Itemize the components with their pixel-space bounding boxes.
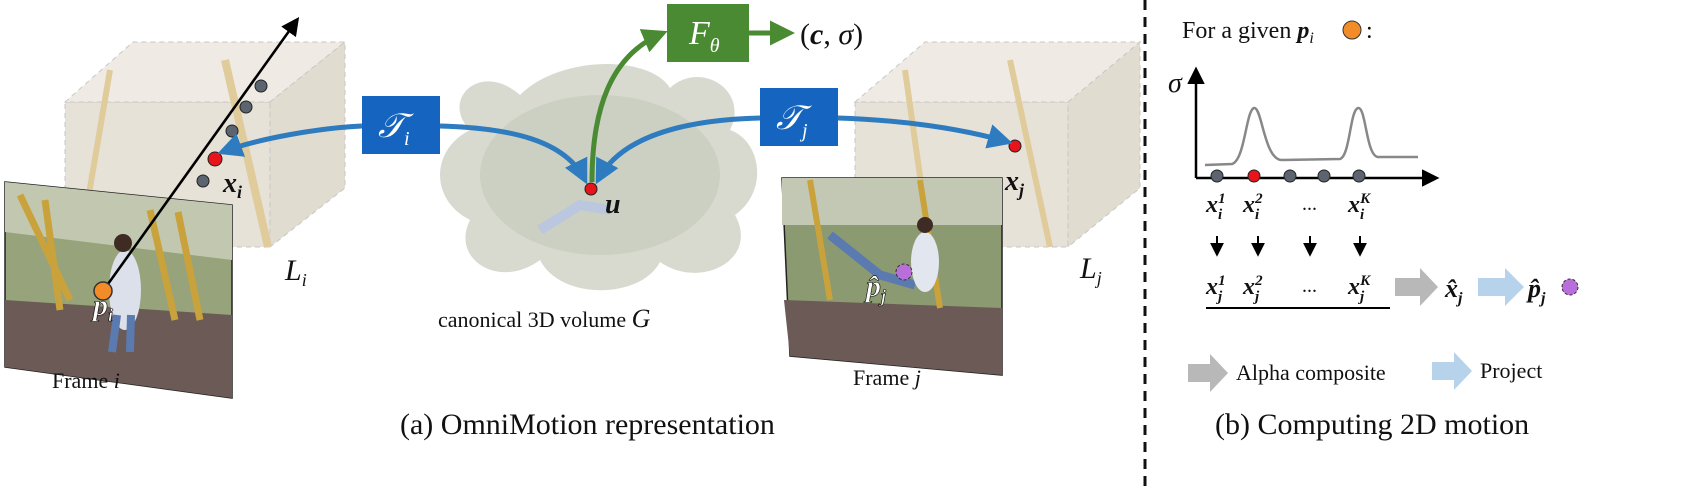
svg-text:xj2: xj2 xyxy=(1242,273,1263,305)
pixel-p-i xyxy=(93,281,113,301)
p-hat-j: p̂j xyxy=(1526,274,1546,307)
arrow-Tj-to-u xyxy=(595,115,761,185)
header-colon: : xyxy=(1366,18,1373,44)
frame-j-image xyxy=(781,177,1003,376)
svg-text:xj1: xj1 xyxy=(1205,273,1226,305)
frame-j-label: Frame j xyxy=(853,365,921,390)
L-i-label: Li xyxy=(284,254,307,290)
density-plot: σ xyxy=(1168,66,1440,187)
p-i-label: pi xyxy=(90,289,113,325)
x-hat-j: x̂j xyxy=(1444,274,1463,307)
svg-text:...: ... xyxy=(1302,275,1317,297)
arrow-Ti-to-xi xyxy=(217,123,363,157)
header-orange-point xyxy=(1342,20,1362,40)
alpha-composite-arrow xyxy=(1395,268,1438,306)
point-x-j xyxy=(1008,139,1022,153)
mlp-F-theta-box: Fθ xyxy=(667,4,749,62)
output-color-density: (c, σ) xyxy=(800,18,863,51)
arrow-u-to-F xyxy=(589,29,668,183)
caption-a: (a) OmniMotion representation xyxy=(400,408,775,441)
svg-text:xi1: xi1 xyxy=(1205,191,1226,223)
project-arrow xyxy=(1478,268,1524,306)
svg-text:xjK: xjK xyxy=(1347,273,1371,305)
transform-T-j-box: 𝒯j xyxy=(760,88,838,146)
frame-i-image xyxy=(4,181,233,399)
caption-b: (b) Computing 2D motion xyxy=(1215,408,1529,441)
pixel-p-j-hat xyxy=(895,263,913,281)
purple-point xyxy=(1561,278,1579,296)
svg-text:σ: σ xyxy=(1168,68,1183,99)
arrow-Tj-to-xj xyxy=(837,115,1013,149)
transform-T-i-box: 𝒯i xyxy=(362,96,440,154)
arrow-Ti-to-u xyxy=(439,123,588,185)
right-header: For a given pi xyxy=(1182,18,1314,47)
svg-text:Alpha composite: Alpha composite xyxy=(1236,360,1386,385)
samples-row-j: xj1 xj2 ... xjK xyxy=(1205,273,1371,305)
samples-row-i: xi1 xi2 ... xiK xyxy=(1205,191,1371,223)
L-j-label: Lj xyxy=(1079,252,1102,288)
svg-text:xiK: xiK xyxy=(1347,191,1371,223)
svg-text:xi2: xi2 xyxy=(1242,191,1263,223)
u-label: u xyxy=(605,189,621,220)
canonical-point-u xyxy=(584,182,598,196)
svg-text:Project: Project xyxy=(1480,358,1542,383)
down-arrows xyxy=(1210,236,1367,257)
frame-i-label: Frame i xyxy=(52,368,120,393)
legend: Alpha composite Project xyxy=(1188,352,1542,392)
canonical-volume-label: canonical 3D volume G xyxy=(438,304,651,333)
svg-text:...: ... xyxy=(1302,193,1317,215)
camera-ray xyxy=(101,17,300,292)
